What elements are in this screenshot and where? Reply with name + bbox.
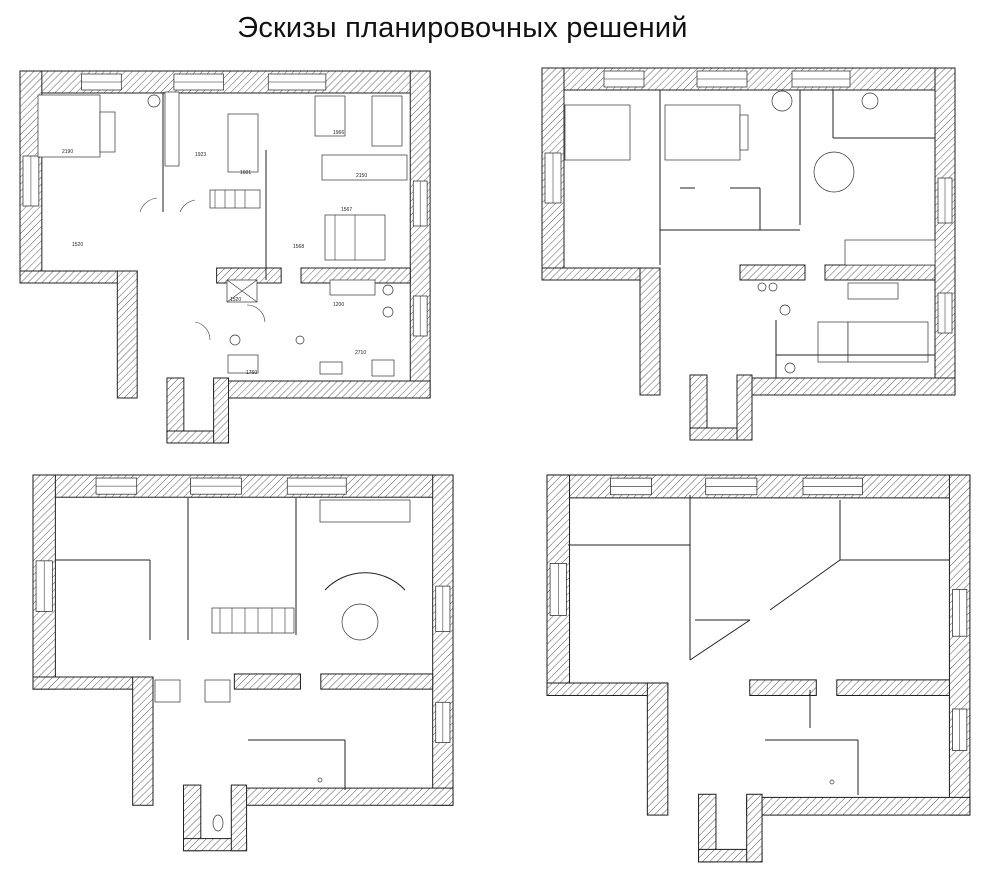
- plan-1: 2190 1923 1601 1966 2150 1567 1568 1520 1520 1760…: [19, 70, 431, 444]
- plan-1-dimension-labels: 2190 1923 1601 1966 2150 1567 1568 1520 1520 1760…: [62, 130, 367, 376]
- page-title: Эскизы планировочных решений: [237, 12, 688, 44]
- dimension-label: 1568: [293, 244, 304, 250]
- dimension-label: 1567: [341, 207, 352, 213]
- plan-3-furniture: [55, 498, 411, 832]
- plan-2-furniture: [564, 90, 936, 378]
- dimension-label: 1520: [230, 297, 241, 303]
- dimension-label: 1760: [246, 370, 257, 376]
- plan-3: [32, 474, 454, 852]
- dimension-label: 1520: [72, 242, 83, 248]
- plan-4: [546, 474, 971, 863]
- dimension-label: 2190: [62, 149, 73, 155]
- plan-3-walls: [32, 474, 454, 852]
- dimension-label: 1601: [240, 170, 251, 176]
- dimension-label: 1923: [195, 152, 206, 158]
- dimension-label: 1966: [333, 130, 344, 136]
- dimension-label: 2150: [356, 173, 367, 179]
- plan-1-furniture: [37, 91, 408, 377]
- dimension-label: 1200: [333, 302, 344, 308]
- plan-4-partitions: [568, 495, 950, 795]
- plan-4-walls: [546, 474, 971, 863]
- plan-2: [541, 67, 956, 441]
- dimension-label: 2710: [355, 350, 366, 356]
